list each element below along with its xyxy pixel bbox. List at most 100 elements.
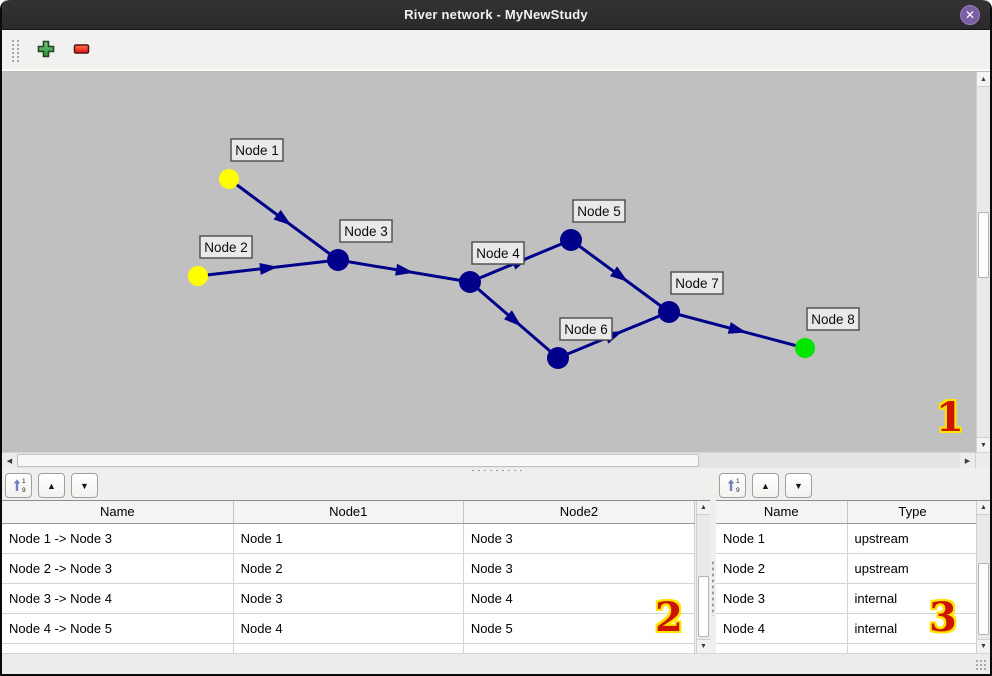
remove-button[interactable] [71,40,93,62]
table-cell[interactable]: Node 1 [233,523,464,554]
canvas-hscroll-track[interactable] [699,453,960,468]
close-button[interactable]: ✕ [960,5,980,25]
table-cell[interactable]: Node 4 -> Node 5 [2,613,234,644]
table-cell[interactable]: Node 1 [716,523,848,554]
horizontal-splitter[interactable] [2,468,990,472]
table-cell[interactable] [233,643,464,653]
nodes-vscroll-thumb[interactable] [978,563,989,635]
canvas-hscroll-thumb[interactable] [17,454,699,467]
table-cell[interactable]: Node 4 [233,613,464,644]
table-cell[interactable]: Node 2 [233,553,464,584]
node-label: Node 8 [806,307,860,331]
table-cell[interactable]: Node 3 -> Node 4 [2,583,234,614]
move-down-button[interactable]: ▼ [785,473,812,498]
splitter-dots [470,469,526,472]
table-cell[interactable]: Node 4 [716,613,848,644]
svg-text:Node 4: Node 4 [476,246,520,261]
sort-button[interactable]: 1 9 [5,473,32,498]
column-header-node1[interactable]: Node1 [233,501,464,524]
table-cell[interactable]: upstream [847,553,979,584]
move-up-button[interactable]: ▲ [38,473,65,498]
table-cell[interactable]: Node 3 [233,583,464,614]
links-vertical-scrollbar[interactable]: ▲ ▼ [696,501,710,653]
triangle-up-icon: ▲ [47,480,56,491]
network-node[interactable] [560,229,582,251]
network-node[interactable] [327,249,349,271]
links-toolbar: 1 9 ▲ ▼ [2,472,710,500]
scroll-up-icon[interactable]: ▲ [977,501,990,515]
column-header-node2[interactable]: Node2 [463,501,696,524]
canvas-horizontal-scrollbar[interactable]: ◀ ▶ [2,452,990,468]
scroll-up-icon[interactable]: ▲ [977,72,990,87]
network-node[interactable] [658,301,680,323]
move-down-button[interactable]: ▼ [71,473,98,498]
table-cell[interactable] [463,643,696,653]
table-cell[interactable]: Node 3 [463,553,696,584]
table-cell[interactable]: Node 2 [716,553,848,584]
network-node[interactable] [188,266,208,286]
column-header-name[interactable]: Name [716,501,848,524]
close-icon: ✕ [964,8,976,22]
table-cell[interactable]: upstream [847,523,979,554]
status-bar [2,653,990,674]
svg-text:Node 2: Node 2 [204,240,248,255]
add-button[interactable] [35,40,57,62]
scroll-down-icon[interactable]: ▼ [977,437,990,452]
scrollbar-corner [975,453,990,468]
svg-text:Node 6: Node 6 [564,322,608,337]
table-cell[interactable]: Node 3 [463,523,696,554]
network-node[interactable] [795,338,815,358]
table-row-empty [716,643,979,653]
scroll-right-icon[interactable]: ▶ [960,453,975,468]
svg-text:1: 1 [22,478,26,485]
scroll-down-icon[interactable]: ▼ [977,639,990,653]
toolbar-drag-handle[interactable] [12,39,19,62]
table-cell[interactable] [716,643,848,653]
node-label: Node 1 [230,138,284,162]
scroll-left-icon[interactable]: ◀ [2,453,17,468]
nodes-vertical-scrollbar[interactable]: ▲ ▼ [976,501,990,653]
table-cell[interactable]: internal [847,613,979,644]
table-cell[interactable]: Node 2 -> Node 3 [2,553,234,584]
column-header-type[interactable]: Type [847,501,979,524]
network-node[interactable] [547,347,569,369]
scroll-down-icon[interactable]: ▼ [697,639,710,653]
sort-button[interactable]: 1 9 [719,473,746,498]
svg-text:9: 9 [736,487,740,493]
table-cell[interactable] [847,643,979,653]
links-vscroll-thumb[interactable] [698,576,709,637]
table-cell[interactable]: Node 3 [716,583,848,614]
minus-icon [73,43,91,58]
window-title: River network - MyNewStudy [404,7,588,22]
canvas-vertical-scrollbar[interactable]: ▲ ▼ [976,72,990,452]
scroll-up-icon[interactable]: ▲ [697,501,710,515]
column-header-name[interactable]: Name [2,501,234,524]
network-node[interactable] [219,169,239,189]
table-cell[interactable] [2,643,234,653]
network-node[interactable] [459,271,481,293]
move-up-button[interactable]: ▲ [752,473,779,498]
table-cell[interactable]: Node 1 -> Node 3 [2,523,234,554]
table-cell[interactable]: Node 5 [463,613,696,644]
main-toolbar [2,30,990,72]
vertical-splitter[interactable] [710,472,716,653]
canvas-vscroll-thumb[interactable] [978,212,989,278]
resize-grip[interactable] [975,659,987,671]
table-cell[interactable]: internal [847,583,979,614]
table-cell[interactable]: Node 4 [463,583,696,614]
